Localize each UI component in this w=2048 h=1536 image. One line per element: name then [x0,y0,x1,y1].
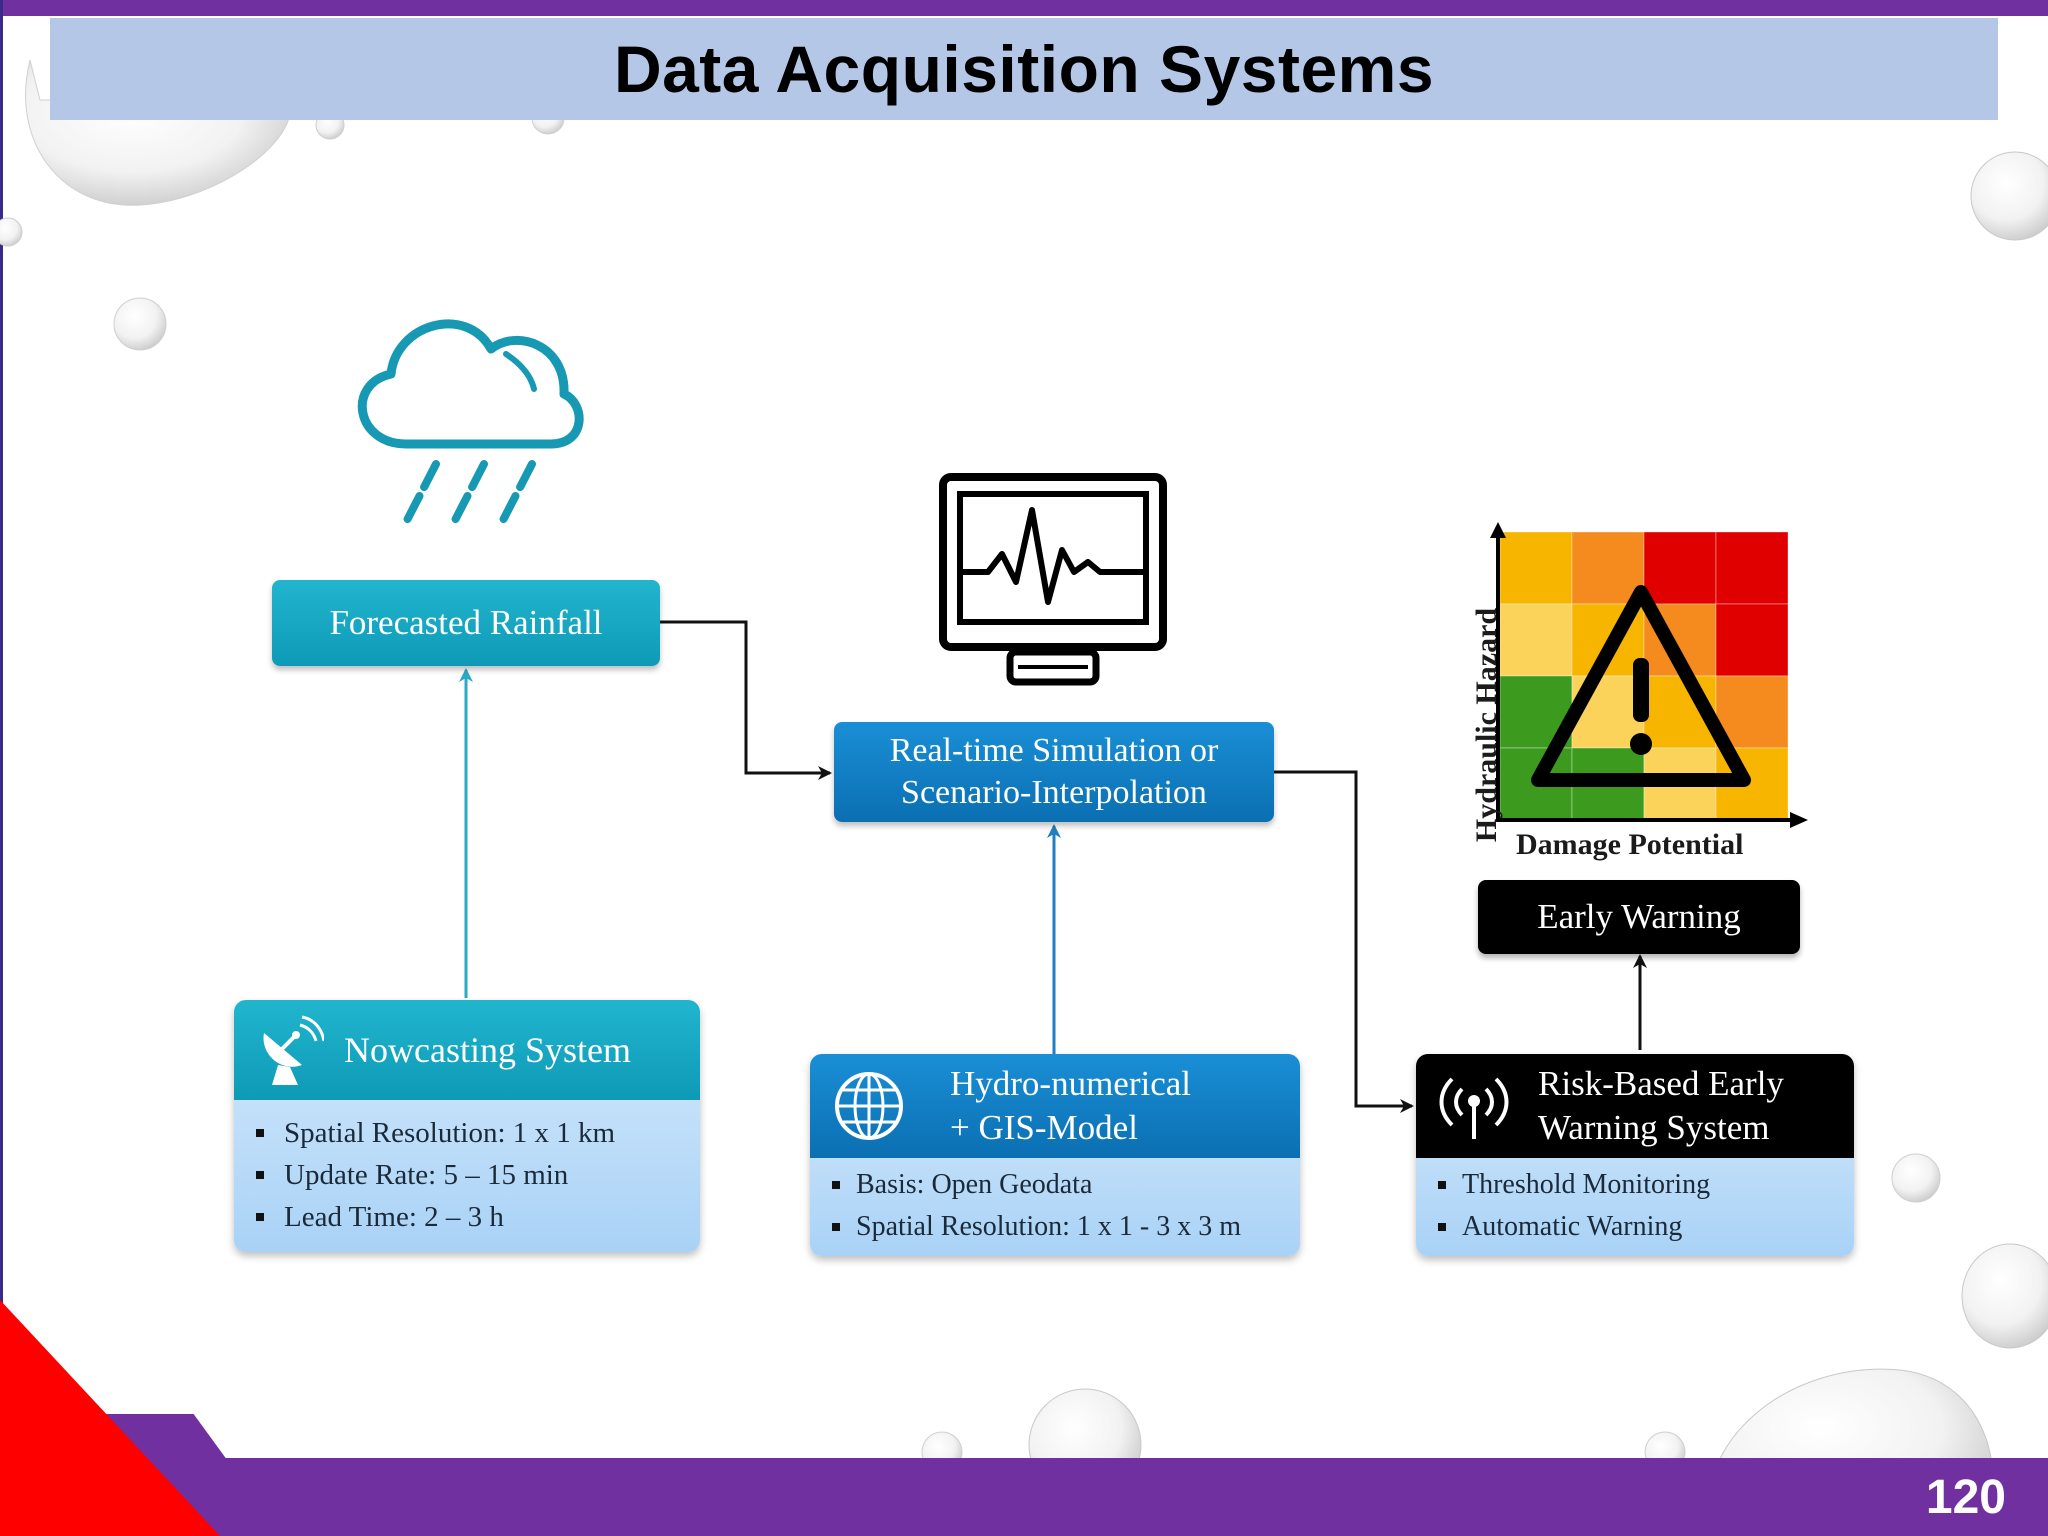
risk-list: Threshold Monitoring Automatic Warning [1416,1164,1854,1248]
matrix-cell [1715,675,1789,749]
hydro-list: Basis: Open Geodata Spatial Resolution: … [810,1164,1300,1248]
list-item: Automatic Warning [1416,1206,1854,1248]
matrix-cell [1643,531,1717,605]
simulation-label-line2: Scenario-Interpolation [901,774,1207,811]
rain-cloud-icon [357,319,584,530]
matrix-cell [1715,531,1789,605]
list-item: Spatial Resolution: 1 x 1 km [234,1112,700,1154]
x-axis-label: Damage Potential [1516,828,1744,861]
risk-panel: Risk-Based Early Warning System Threshol… [1416,1054,1854,1256]
list-item: Basis: Open Geodata [810,1164,1300,1206]
broadcast-antenna-icon [1439,1077,1509,1139]
hydro-title-line1: Hydro-numerical [950,1064,1192,1103]
forecasted-rainfall-box: Forecasted Rainfall [272,580,660,666]
footer-bar [0,1458,2048,1536]
early-warning-box: Early Warning [1478,880,1800,954]
left-accent-line [0,0,3,1536]
risk-title-line1: Risk-Based Early [1538,1064,1784,1103]
risk-title-line2: Warning System [1538,1108,1770,1147]
list-item: Spatial Resolution: 1 x 1 - 3 x 3 m [810,1206,1300,1248]
forecasted-rainfall-label: Forecasted Rainfall [329,603,603,643]
risk-matrix [1490,522,1808,828]
matrix-cell [1499,531,1573,605]
monitor-pulse-icon [939,473,1167,686]
slide-title: Data Acquisition Systems [613,32,1435,106]
y-axis-arrowhead [1490,522,1506,538]
risk-header: Risk-Based Early Warning System [1416,1054,1854,1158]
arrow-rainfall-to-simulation [660,620,832,780]
list-item: Threshold Monitoring [1416,1164,1854,1206]
page-number: 120 [1925,1471,2006,1524]
hydro-header: Hydro-numerical + GIS-Model [810,1054,1300,1158]
simulation-label-line1: Real-time Simulation or [889,731,1219,769]
warning-triangle-icon [1531,585,1751,787]
globe-icon [835,1072,903,1140]
matrix-cell [1715,603,1789,677]
list-item: Update Rate: 5 – 15 min [234,1154,700,1196]
list-item: Lead Time: 2 – 3 h [234,1196,700,1238]
satellite-dish-icon [263,1015,324,1085]
matrix-cell [1499,603,1573,677]
arrow-simulation-to-risk [1274,770,1414,1113]
hydro-title-line2: + GIS-Model [950,1108,1138,1147]
nowcasting-title: Nowcasting System [344,1030,631,1070]
title-band: Data Acquisition Systems [50,18,1998,120]
x-axis-arrowhead [1790,812,1808,828]
top-accent-bar [0,0,2048,16]
hydro-panel: Hydro-numerical + GIS-Model Basis: Open … [810,1054,1300,1256]
nowcasting-list: Spatial Resolution: 1 x 1 km Update Rate… [234,1112,700,1238]
early-warning-label: Early Warning [1537,897,1741,937]
nowcasting-panel: Nowcasting System Spatial Resolution: 1 … [234,1000,700,1252]
nowcasting-header: Nowcasting System [234,1000,700,1100]
y-axis-label: Hydraulic Hazard [1470,607,1504,843]
simulation-box: Real-time Simulation or Scenario-Interpo… [834,722,1274,822]
